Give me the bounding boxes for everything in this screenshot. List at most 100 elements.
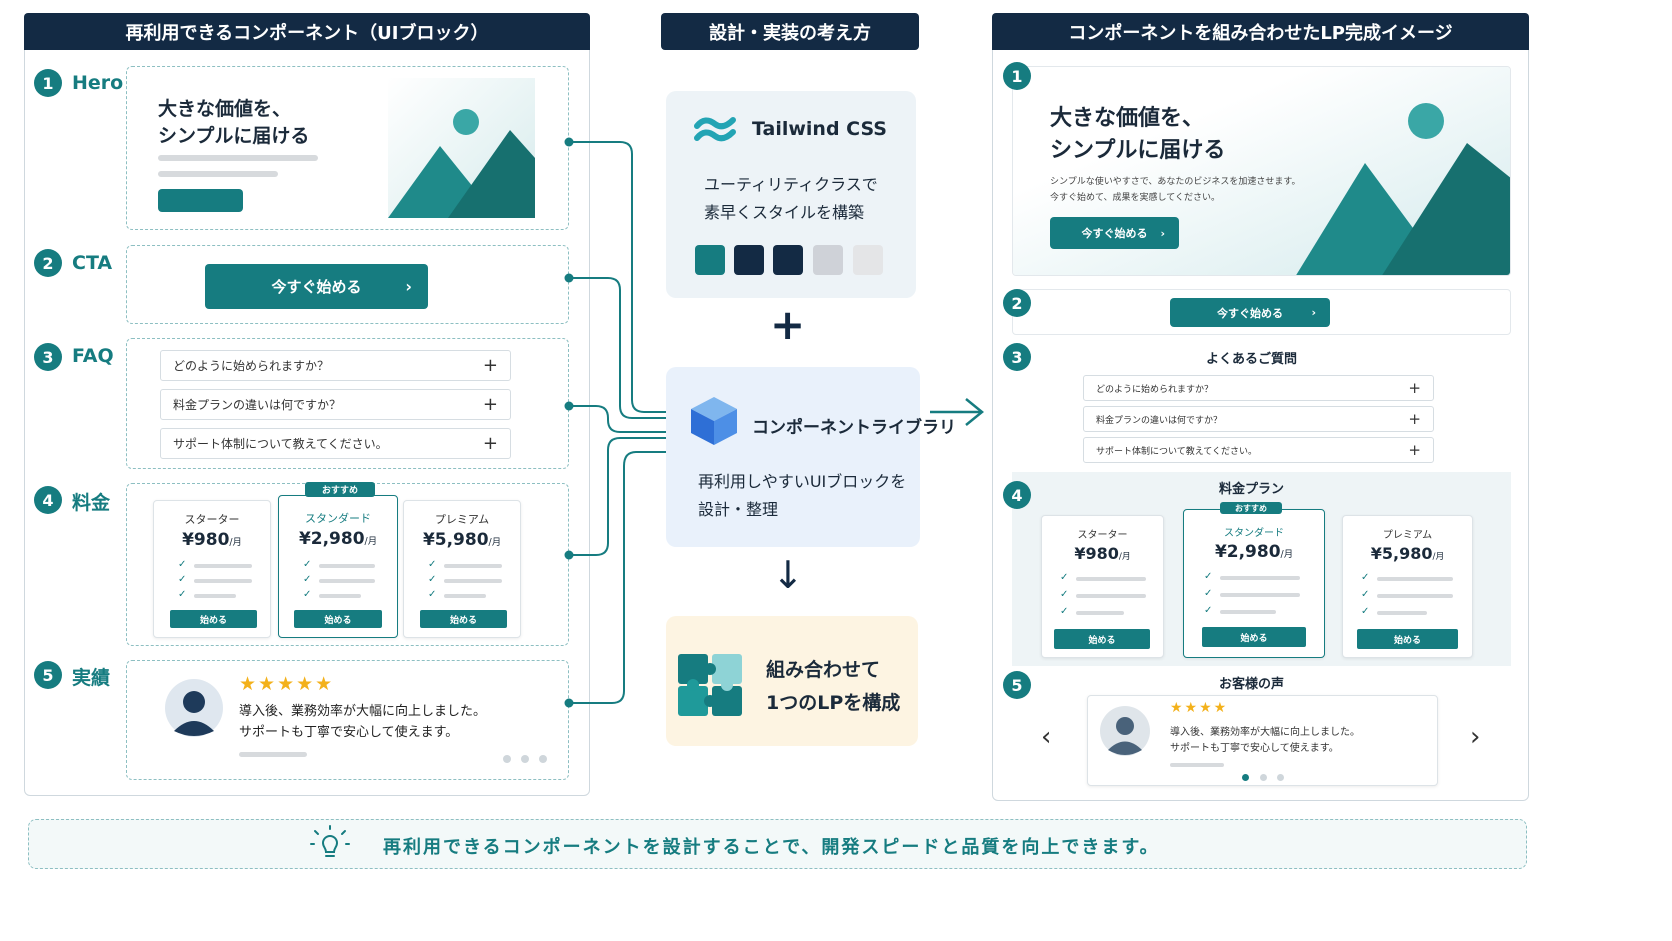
faq-item[interactable]: 料金プランの違いは何ですか？ +	[160, 389, 511, 420]
down-arrow-icon: ↓	[772, 553, 804, 597]
rating-stars: ★★★★★	[239, 673, 335, 695]
lp-hero-sub-2: 今すぐ始めて、成果を実感してください。	[1050, 193, 1221, 203]
right-panel-title: コンポーネントを組み合わせたLP完成イメージ	[992, 13, 1529, 50]
check-icon: ✓	[1204, 571, 1213, 582]
cube-icon	[689, 395, 739, 451]
check-icon: ✓	[303, 559, 312, 570]
lp-hero-button[interactable]: 今すぐ始める›	[1050, 217, 1179, 249]
mountain-image-icon	[388, 78, 535, 218]
color-swatch	[853, 245, 883, 275]
color-swatch	[773, 245, 803, 275]
section-number-3: 3	[34, 343, 62, 371]
lp-hero-sub-1: シンプルな使いやすさで、あなたのビジネスを加速させます。	[1050, 177, 1301, 187]
testimonial-placeholder	[1170, 763, 1224, 767]
chevron-right-icon: ›	[1160, 226, 1165, 240]
plus-icon: +	[482, 394, 498, 415]
chevron-right-icon: ›	[405, 277, 412, 296]
lp-faq-item[interactable]: 料金プランの違いは何ですか？+	[1083, 406, 1434, 432]
check-icon: ✓	[428, 559, 437, 570]
section-label-faq: FAQ	[72, 345, 114, 367]
pricing-card-standard: スタンダード ¥2,980/月 ✓ ✓ ✓ 始める	[278, 495, 398, 638]
color-swatch	[734, 245, 764, 275]
section-label-results: 実績	[72, 667, 111, 689]
faq-question: どのように始められますか？	[173, 359, 330, 373]
tailwind-logo-icon	[693, 114, 739, 148]
lp-hero-headline-1: 大きな価値を、	[1050, 106, 1205, 131]
plus-icon: +	[482, 433, 498, 454]
check-icon: ✓	[1361, 572, 1370, 583]
check-icon: ✓	[1204, 605, 1213, 616]
recommend-badge: おすすめ	[1220, 502, 1282, 514]
plan-price: ¥5,980/月	[422, 530, 502, 550]
avatar	[165, 679, 223, 737]
section-label-cta: CTA	[72, 252, 113, 274]
check-icon: ✓	[303, 589, 312, 600]
color-swatch	[813, 245, 843, 275]
carousel-dot[interactable]	[503, 755, 511, 763]
avatar	[1100, 706, 1150, 756]
testimonial-placeholder	[239, 752, 307, 757]
lp-faq-title: よくあるご質問	[1205, 352, 1297, 367]
check-icon: ✓	[1060, 606, 1069, 617]
section-number-2: 2	[34, 249, 62, 277]
lp-faq-item[interactable]: どのように始められますか？+	[1083, 375, 1434, 401]
library-desc-1: 再利用しやすいUIブロックを	[698, 472, 907, 491]
hero-headline-2: シンプルに届ける	[158, 125, 310, 147]
faq-item[interactable]: サポート体制について教えてください。 +	[160, 428, 511, 459]
rating-stars: ★★★★	[1170, 700, 1229, 716]
carousel-next-button[interactable]: ›	[1470, 722, 1481, 752]
lp-faq-item[interactable]: サポート体制について教えてください。+	[1083, 437, 1434, 463]
faq-question: 料金プランの違いは何ですか？	[173, 398, 342, 412]
carousel-dot[interactable]	[1277, 774, 1284, 781]
lp-section-number-3: 3	[1003, 343, 1031, 371]
plan-start-button[interactable]: 始める	[1202, 627, 1306, 647]
lp-testimonial-title: お客様の声	[1218, 677, 1284, 692]
footer-message: 再利用できるコンポーネントを設計することで、開発スピードと品質を向上できます。	[383, 837, 1160, 858]
cta-button[interactable]: 今すぐ始める ›	[205, 264, 428, 309]
carousel-dot-active[interactable]	[1242, 774, 1249, 781]
lp-pricing-title: 料金プラン	[1218, 482, 1284, 497]
check-icon: ✓	[428, 589, 437, 600]
plus-icon: +	[1408, 441, 1421, 459]
combine-line-1: 組み合わせて	[766, 659, 881, 681]
carousel-dot[interactable]	[521, 755, 529, 763]
footer-banner	[28, 819, 1527, 869]
lightbulb-icon	[310, 825, 350, 867]
plan-price: ¥980/月	[182, 530, 242, 550]
section-number-1: 1	[34, 69, 62, 97]
check-icon: ✓	[1361, 606, 1370, 617]
carousel-dot[interactable]	[539, 755, 547, 763]
puzzle-icon	[678, 652, 746, 722]
hero-text-placeholder	[158, 155, 318, 161]
plus-icon: +	[482, 355, 498, 376]
lp-testimonial-line-1: 導入後、業務効率が大幅に向上しました。	[1170, 727, 1360, 738]
faq-item[interactable]: どのように始められますか？ +	[160, 350, 511, 381]
plan-start-button[interactable]: 始める	[1357, 629, 1458, 649]
hero-text-placeholder	[158, 171, 278, 177]
recommend-badge: おすすめ	[305, 482, 375, 497]
plan-start-button[interactable]: 始める	[294, 610, 382, 628]
carousel-prev-button[interactable]: ‹	[1041, 722, 1052, 752]
check-icon: ✓	[1060, 589, 1069, 600]
lp-cta-button[interactable]: 今すぐ始める›	[1170, 298, 1330, 327]
check-icon: ✓	[178, 589, 187, 600]
testimonial-line-1: 導入後、業務効率が大幅に向上しました。	[239, 704, 487, 719]
plan-start-button[interactable]: 始める	[170, 610, 257, 628]
check-icon: ✓	[178, 574, 187, 585]
plan-start-button[interactable]: 始める	[420, 610, 507, 628]
lp-pricing-card-starter: スターター ¥980/月 ✓ ✓ ✓ 始める	[1041, 515, 1164, 658]
mountain-image-icon	[1013, 67, 1510, 275]
lp-section-number-2: 2	[1003, 289, 1031, 317]
lp-pricing-card-standard: スタンダード ¥2,980/月 ✓ ✓ ✓ 始める	[1183, 509, 1325, 658]
pricing-card-premium: プレミアム ¥5,980/月 ✓ ✓ ✓ 始める	[403, 500, 521, 638]
check-icon: ✓	[1060, 572, 1069, 583]
plan-name: スタンダード	[305, 512, 371, 525]
check-icon: ✓	[178, 559, 187, 570]
hero-button-placeholder[interactable]	[158, 189, 243, 212]
lp-pricing-card-premium: プレミアム ¥5,980/月 ✓ ✓ ✓ 始める	[1342, 515, 1473, 658]
plan-start-button[interactable]: 始める	[1054, 629, 1150, 649]
plan-price: ¥2,980/月	[298, 529, 378, 549]
carousel-dot[interactable]	[1260, 774, 1267, 781]
faq-question: サポート体制について教えてください。	[173, 437, 388, 451]
user-avatar-icon	[1100, 706, 1150, 756]
